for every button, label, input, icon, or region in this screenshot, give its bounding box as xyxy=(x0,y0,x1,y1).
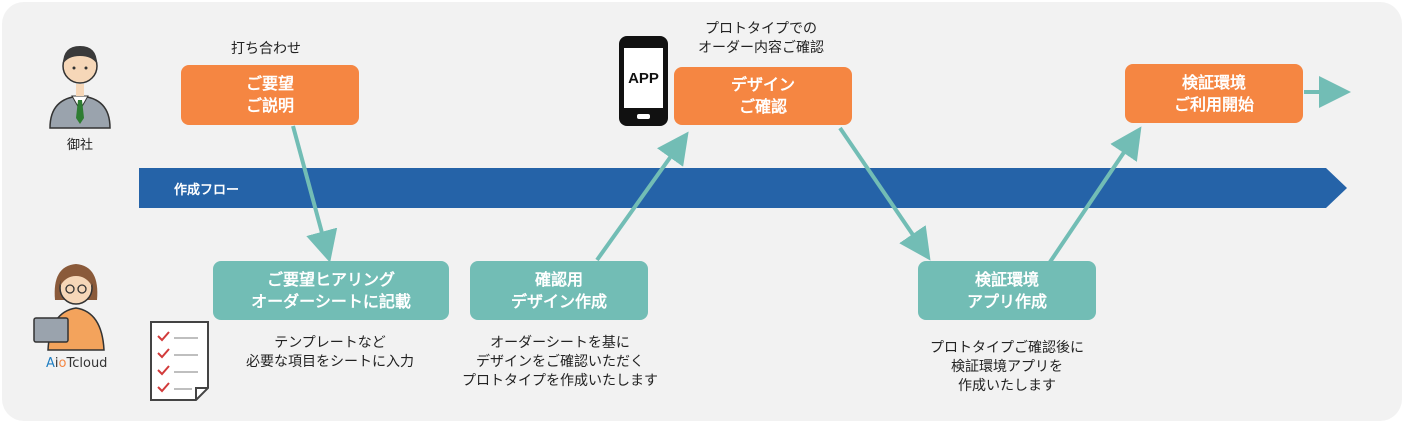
client-label: 御社 xyxy=(66,138,93,153)
phone-icon xyxy=(619,36,668,126)
staff-avatar-icon xyxy=(33,264,105,351)
step-bottom-1-description: テンプレートなど必要な項目をシートに入力 xyxy=(246,335,414,370)
step-hearing-order-sheet: ご要望ヒアリングオーダーシートに記載 xyxy=(213,261,449,320)
checklist-icon xyxy=(150,321,209,401)
flow-band xyxy=(139,168,1347,208)
company-logo: AioTcloud xyxy=(46,356,108,371)
step-top-1-caption: 打ち合わせ xyxy=(231,41,301,57)
connector-4 xyxy=(1048,126,1142,264)
connector-1 xyxy=(291,125,338,263)
flow-band-label: 作成フロー xyxy=(174,183,240,198)
step-bottom-2-description: オーダーシートを基にデザインをご確認いただくプロトタイプを作成いたします xyxy=(462,335,658,389)
step-top-2-caption: プロトタイプでの オーダー内容ご確認 xyxy=(698,21,824,56)
connector-3 xyxy=(838,126,931,261)
step-app-creation: 検証環境アプリ作成 xyxy=(918,261,1096,320)
step-bottom-3-description: プロトタイプご確認後に検証環境アプリを作成いたします xyxy=(930,340,1084,394)
step-design-creation: 確認用デザイン作成 xyxy=(470,261,648,320)
step-request-explanation: ご要望ご説明 xyxy=(181,65,359,125)
phone-label: APP xyxy=(628,70,659,87)
connector-2 xyxy=(595,131,689,262)
step-design-review: デザインご確認 xyxy=(674,67,852,125)
step-test-environment-start: 検証環境ご利用開始 xyxy=(1125,64,1303,123)
client-avatar-icon xyxy=(49,46,111,129)
